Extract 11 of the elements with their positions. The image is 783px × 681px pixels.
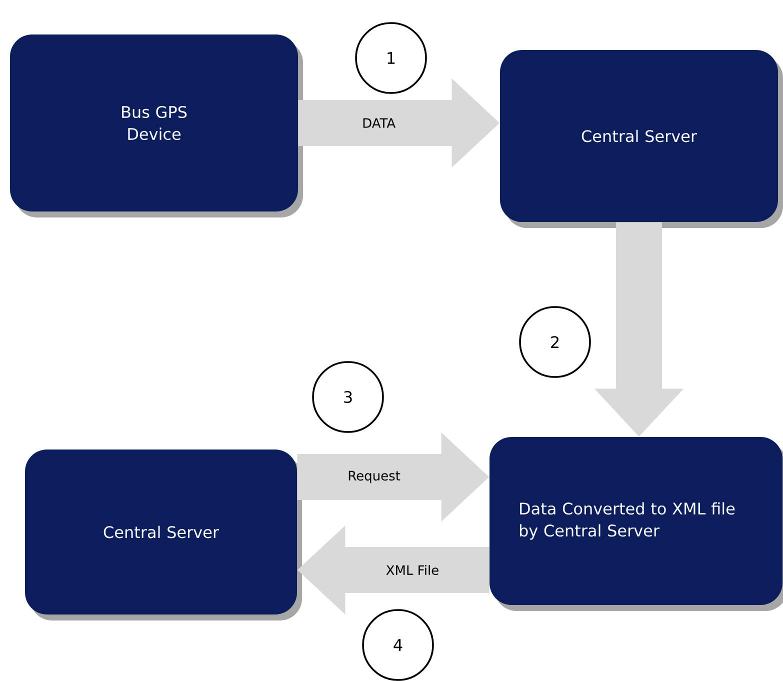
step-number: 3	[312, 361, 384, 433]
edge-label: XML File	[386, 564, 438, 576]
edge-label: DATA	[363, 118, 396, 128]
step-number: 4	[362, 609, 434, 681]
process-box: Central Server	[500, 50, 783, 228]
step-number: 2	[519, 306, 591, 378]
edge-label: Request	[348, 470, 400, 484]
step-number: 1	[355, 22, 427, 94]
process-box: Data Converted to XML file by Central Server	[490, 437, 783, 611]
process-box: Central Server	[25, 450, 302, 620]
process-box: Bus GPS Device	[10, 34, 303, 218]
